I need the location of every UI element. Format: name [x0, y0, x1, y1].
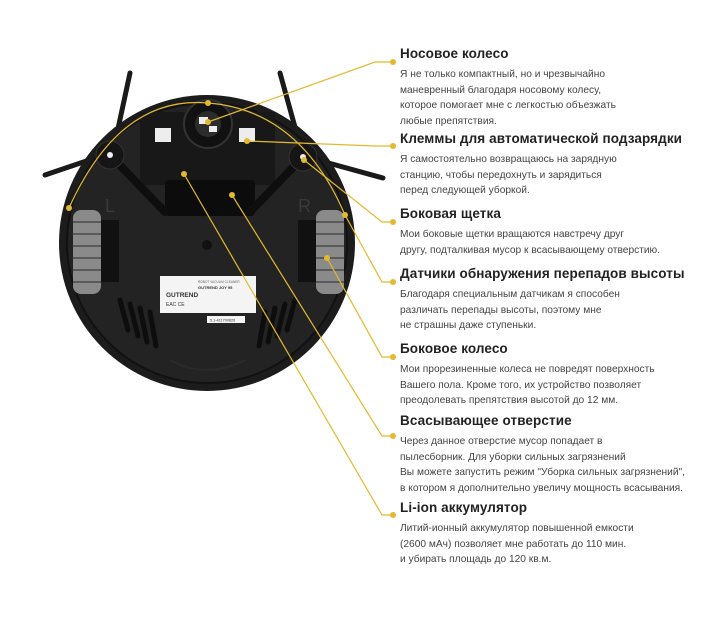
leader-lines — [183, 61, 393, 516]
feature-suction-opening: Всасывающее отверстие Через данное отвер… — [400, 413, 720, 496]
serial-number: 5.1-411700826 — [210, 319, 235, 323]
feature-title: Li-ion аккумулятор — [400, 500, 528, 515]
side-letter-right: R — [298, 196, 311, 216]
brand-logo: GUTREND — [166, 292, 198, 299]
suction-opening — [165, 180, 255, 216]
feature-cliff-sensors: Датчики обнаружения перепадов высоты Бла… — [400, 266, 720, 334]
callout-dots — [66, 59, 396, 518]
battery-vents — [117, 297, 298, 349]
side-wheel-right — [298, 210, 344, 294]
feature-nose-wheel: Носовое колесо Я не только компактный, н… — [400, 46, 720, 129]
feature-title: Носовое колесо — [400, 46, 509, 61]
svg-text:ROBOT VACUUM CLEANER: ROBOT VACUUM CLEANER — [198, 280, 240, 284]
feature-title: Боковая щетка — [400, 206, 501, 221]
model-name: GUTREND JOY 95 — [198, 285, 233, 290]
feature-title: Клеммы для автоматической подзарядки — [400, 131, 683, 146]
feature-description: Я самостоятельно возвращаюсь на зарядную… — [400, 154, 617, 196]
feature-title: Боковое колесо — [400, 341, 508, 356]
feature-description: Мои прорезиненные колеса не повредят пов… — [400, 364, 655, 406]
feature-battery: Li-ion аккумулятор Литий-ионный аккумуля… — [400, 500, 720, 568]
feature-side-brush: Боковая щетка Мои боковые щетки вращаютс… — [400, 206, 720, 258]
feature-charging-terminals: Клеммы для автоматической подзарядки Я с… — [400, 131, 720, 199]
feature-title: Всасывающее отверстие — [400, 413, 572, 428]
feature-side-wheel: Боковое колесо Мои прорезиненные колеса … — [400, 341, 720, 409]
svg-text:EAC CE: EAC CE — [166, 302, 185, 308]
charging-terminal-right — [239, 128, 255, 142]
feature-description: Мои боковые щетки вращаются навстречу др… — [400, 229, 661, 256]
charging-terminal-left — [155, 128, 171, 142]
product-label: GUTREND ROBOT VACUUM CLEANER GUTREND JOY… — [160, 276, 256, 323]
feature-title: Датчики обнаружения перепадов высоты — [400, 266, 685, 281]
feature-description: Литий-ионный аккумулятор повышенной емко… — [400, 523, 634, 565]
side-wheel-left — [73, 210, 119, 294]
feature-description: Благодаря специальным датчикам я способе… — [400, 289, 620, 331]
side-letter-left: L — [105, 196, 115, 216]
feature-description: Я не только компактный, но и чрезвычайно… — [400, 69, 616, 127]
